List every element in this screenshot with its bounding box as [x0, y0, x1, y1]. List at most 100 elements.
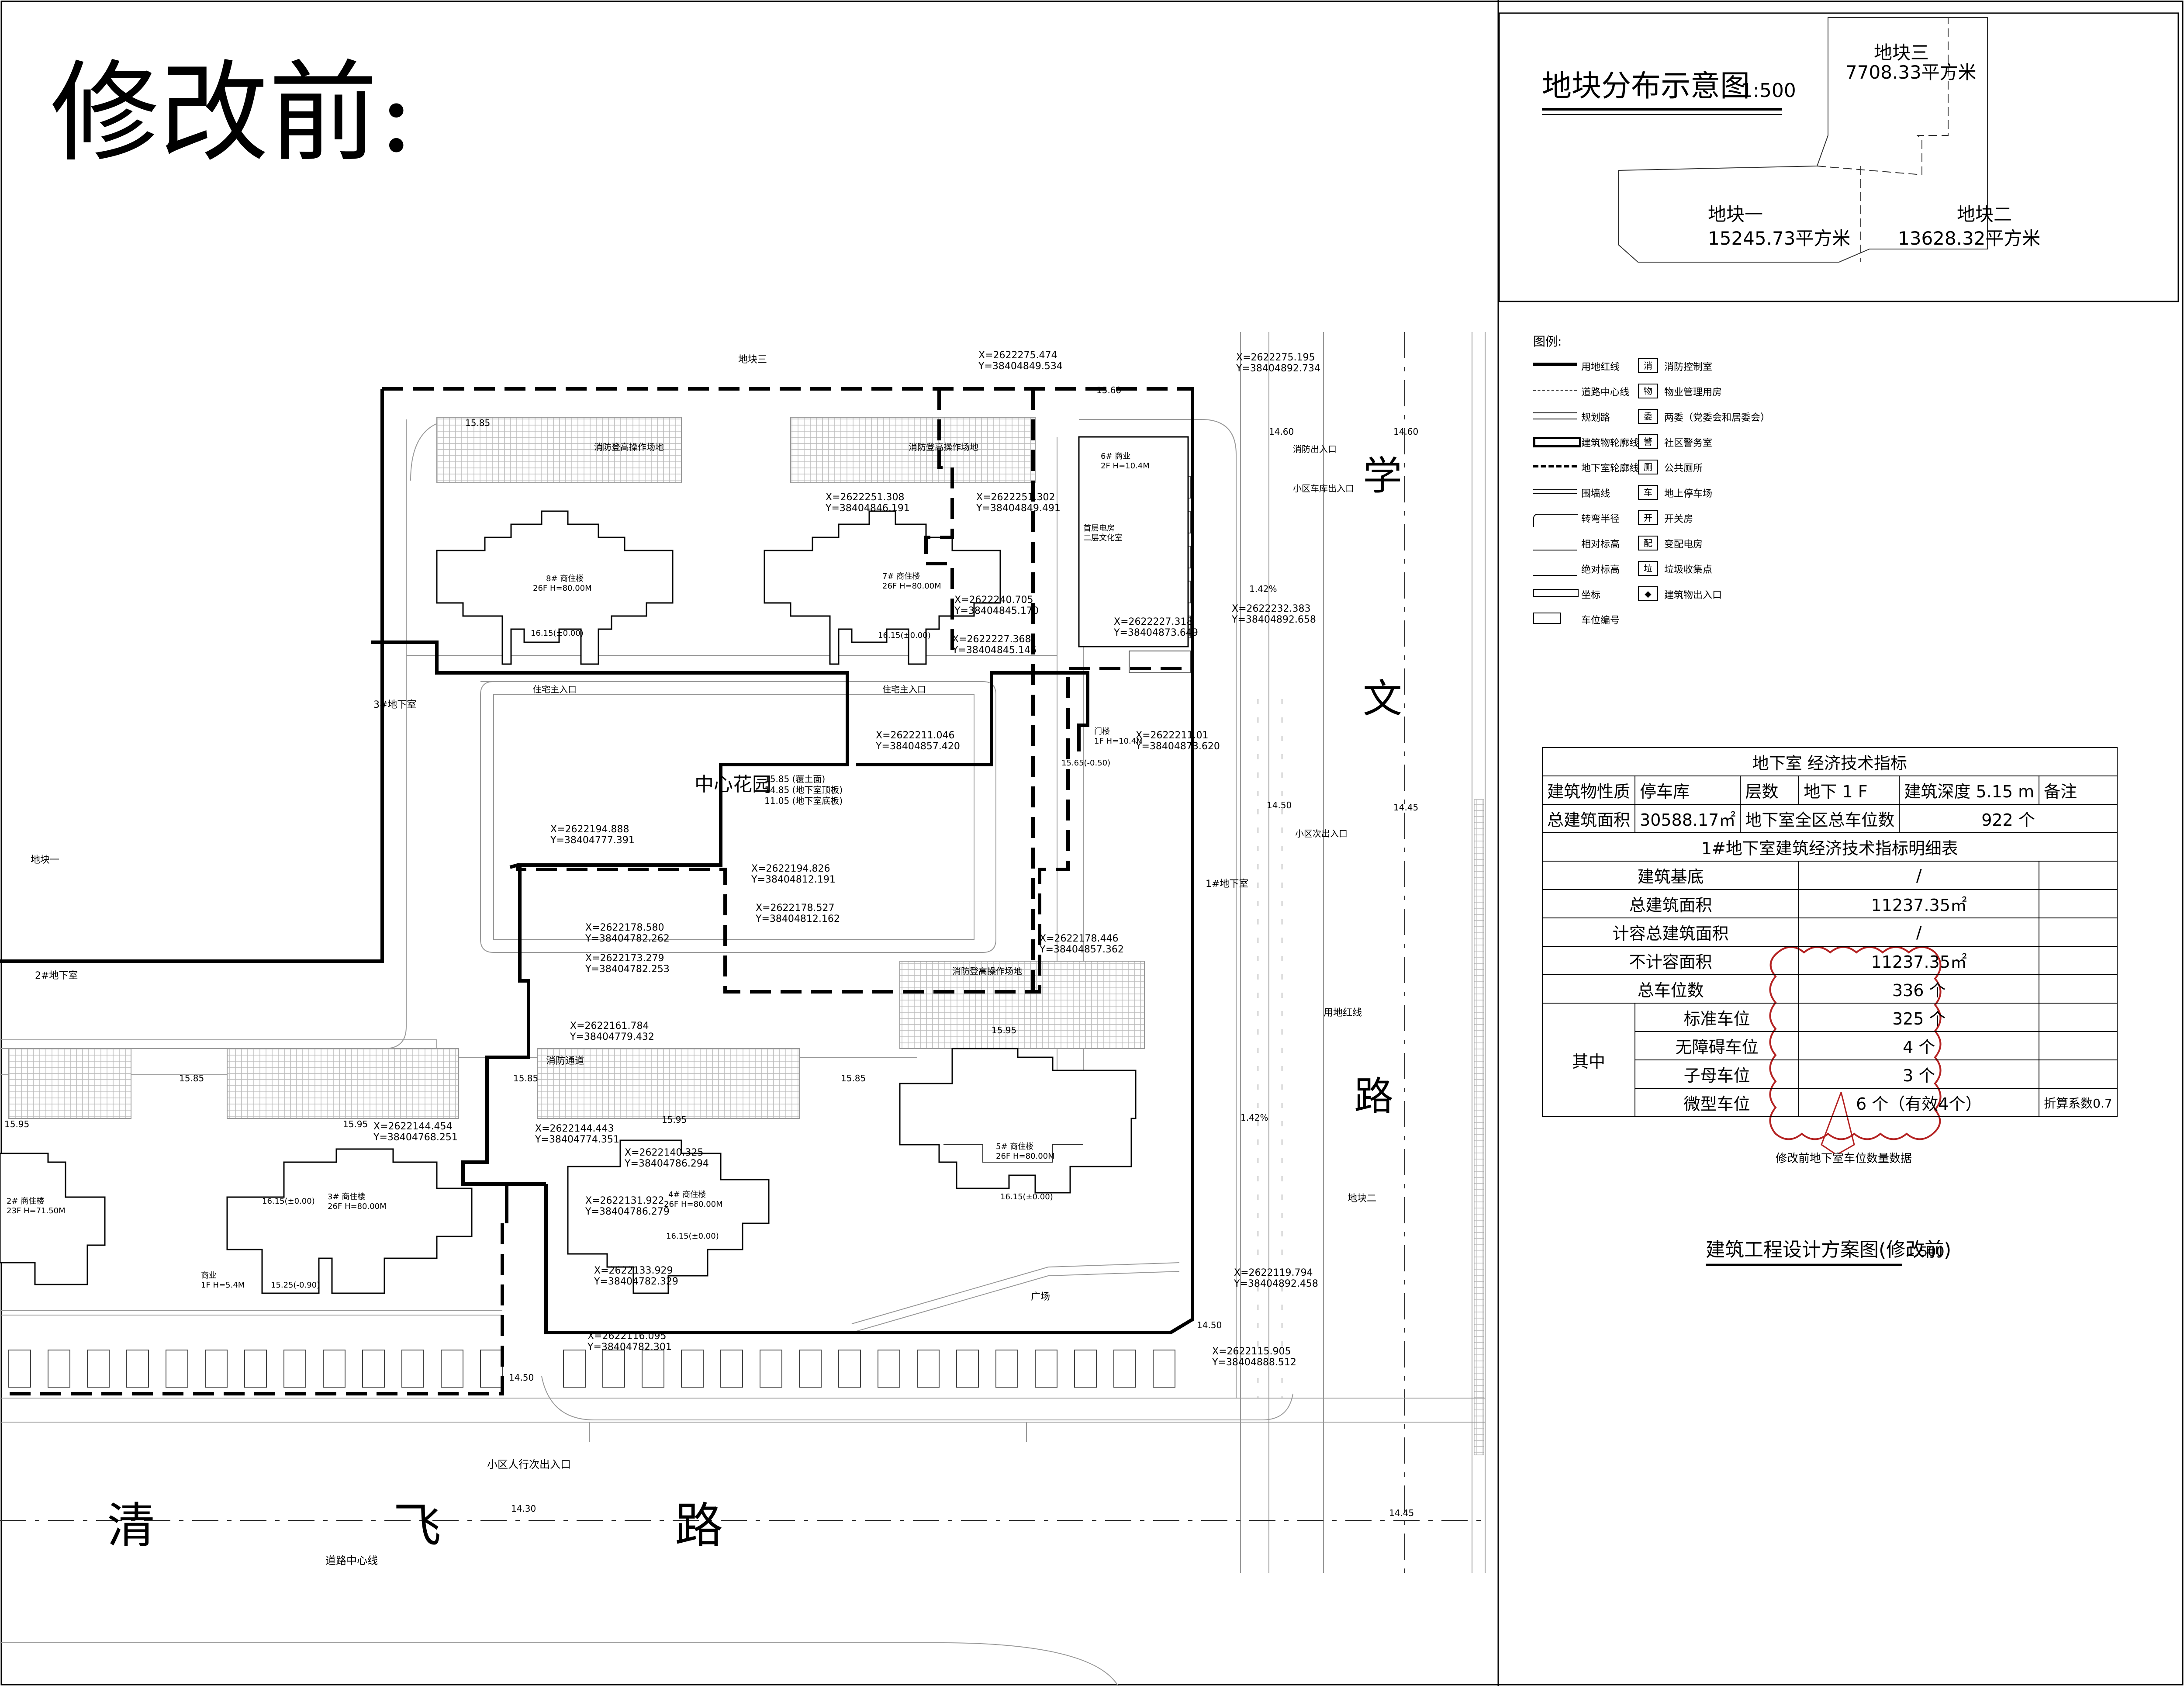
drawing-scale: 1:500 [1907, 1244, 1944, 1260]
level-k: 15.85 [179, 1073, 204, 1084]
table-cell: / [1798, 917, 2040, 947]
level-m: 15.85 [841, 1073, 866, 1084]
fire-op-area-6 [899, 961, 1145, 1049]
building-3 [226, 1148, 473, 1294]
fire-op-area-2 [790, 417, 1036, 483]
table-cell: 336 个 [1798, 974, 2040, 1004]
label-fire-op-1: 消防登高操作场地 [594, 442, 664, 452]
road-east-char-2: 文 [1363, 676, 1402, 722]
table-cell: 子母车位 [1635, 1059, 1800, 1089]
coord-25-y: Y=38404888.512 [1212, 1357, 1296, 1368]
inset-frame [1498, 12, 2179, 302]
building-7 [764, 510, 1001, 665]
coord-16-x: X=2622178.446 [1040, 933, 1118, 944]
east-road [1240, 332, 1486, 1573]
coord-3-x: X=2622251.308 [826, 492, 904, 503]
bldg-8-level: 16.15(±0.00) [531, 629, 584, 638]
level-j: 14.45 [1389, 1508, 1414, 1518]
coord-12-y: Y=38404812.191 [751, 874, 836, 885]
bldg-2-info: 23F H=71.50M [7, 1206, 66, 1215]
label-main-entrance-2: 住宅主入口 [882, 684, 926, 695]
bldg-6-name: 6# 商业 [1101, 452, 1130, 461]
label-redline: 用地红线 [1324, 1007, 1362, 1018]
road-east-char-3: 路 [1354, 1073, 1393, 1119]
fire-op-area-1 [436, 417, 682, 483]
coord-7-x: X=2622232.383 [1232, 603, 1310, 614]
south-road [0, 1398, 1485, 1686]
road-south-char-3: 路 [675, 1498, 723, 1554]
bldg-6-sub-2: 二层文化室 [1083, 533, 1123, 543]
table-cell: 4 个 [1798, 1031, 2040, 1060]
garden-level-2: 14.85 (地下室顶板) [764, 785, 843, 795]
table-cell: 总建筑面积 [1541, 889, 1800, 918]
table-cell: 不计容面积 [1541, 946, 1800, 975]
inset-plot1-name: 地块一 [1708, 204, 1763, 225]
garden-level-1: 15.85 (覆土面) [764, 774, 825, 784]
legend-title: 图例: [1533, 334, 1562, 349]
level-n: 15.95 [4, 1119, 29, 1129]
label-sub-entry: 小区次出入口 [1295, 828, 1348, 839]
coord-5-x: X=2622240.705 [954, 595, 1033, 606]
coord-10-y: Y=38404873.620 [1135, 741, 1220, 752]
level-a: 15.85 [465, 418, 490, 428]
table-cell: 标准车位 [1635, 1003, 1800, 1032]
coord-13-y: Y=38404812.162 [755, 914, 840, 924]
level-i: 14.30 [511, 1503, 536, 1514]
coord-14-y: Y=38404782.262 [585, 933, 670, 944]
level-o: 15.95 [343, 1119, 368, 1129]
gate-name: 门楼 [1094, 727, 1110, 736]
table-cell: 11237.35㎡ [1798, 889, 2040, 918]
coord-2-x: X=2622275.195 [1236, 352, 1315, 363]
coord-17-y: Y=38404779.432 [570, 1032, 654, 1042]
inset-plot2-area: 13628.32平方米 [1898, 228, 2040, 249]
level-p: 15.95 [662, 1115, 687, 1125]
coord-15-x: X=2622173.279 [585, 953, 664, 964]
coord-17-x: X=2622161.784 [570, 1021, 649, 1032]
gate-info: 1F H=10.4M [1094, 737, 1143, 746]
fire-op-area-4 [227, 1048, 459, 1119]
table-cell: 3 个 [1798, 1059, 2040, 1089]
parking-rows [8, 1350, 1175, 1388]
table-cell: 停车库 [1635, 775, 1741, 805]
inset-title: 地块分布示意图 [1542, 69, 1750, 104]
coord-21-x: X=2622131.922 [585, 1195, 664, 1206]
fire-op-area-5 [537, 1048, 800, 1119]
level-g: 14.50 [1197, 1320, 1222, 1330]
bldg-5-name: 5# 商住楼 [996, 1142, 1033, 1151]
level-l: 15.85 [513, 1073, 538, 1084]
coord-9-x: X=2622211.046 [876, 730, 954, 741]
commercial-name: 商业 [201, 1271, 217, 1280]
coord-6-y: Y=38404845.146 [952, 645, 1037, 656]
coord-19-y: Y=38404774.351 [535, 1134, 619, 1145]
legend: 图例: 用地红线 道路中心线 规划路 建筑物轮廓线 地下室轮廓线 围墙线 转弯半… [1533, 332, 1926, 647]
red-line-east [544, 389, 1194, 1334]
coord-5-y: Y=38404845.170 [954, 606, 1039, 616]
coord-8-x: X=2622227.318 [1114, 616, 1192, 627]
coord-21-y: Y=38404786.279 [585, 1206, 670, 1217]
label-basement3: 3#地下室 [373, 699, 416, 710]
bldg-8-name: 8# 商住楼 [546, 574, 584, 583]
coord-23-y: Y=38404892.458 [1234, 1278, 1318, 1289]
page-heading: 修改前: [50, 49, 415, 177]
road-south-char-1: 清 [107, 1498, 155, 1554]
label-main-entrance-1: 住宅主入口 [533, 684, 577, 695]
coord-20-x: X=2622140.325 [625, 1147, 703, 1158]
table-title: 地下室 经济技术指标 [1542, 747, 2118, 776]
table-cell: 建筑基底 [1541, 861, 1800, 890]
coord-6-x: X=2622227.368 [952, 634, 1031, 645]
table-cell: 备注 [2039, 775, 2118, 805]
inset-plot1-area: 15245.73平方米 [1708, 228, 1850, 249]
table-cell: 922 个 [1899, 804, 2118, 833]
bldg-5-level: 16.15(±0.00) [1000, 1192, 1053, 1201]
table-subtitle: 1#地下室建筑经济技术指标明细表 [1542, 832, 2118, 862]
table-cell: 层数 [1740, 775, 1800, 805]
table-cell: 建筑深度 5.15 m [1899, 775, 2040, 805]
table-cell: 建筑物性质 [1541, 775, 1636, 805]
label-plot2: 地块二 [1348, 1193, 1376, 1204]
building-8 [436, 510, 674, 665]
bldg-5-info: 26F H=80.00M [996, 1152, 1055, 1161]
coord-15-y: Y=38404782.253 [585, 964, 670, 975]
fire-op-area-3 [8, 1048, 131, 1119]
